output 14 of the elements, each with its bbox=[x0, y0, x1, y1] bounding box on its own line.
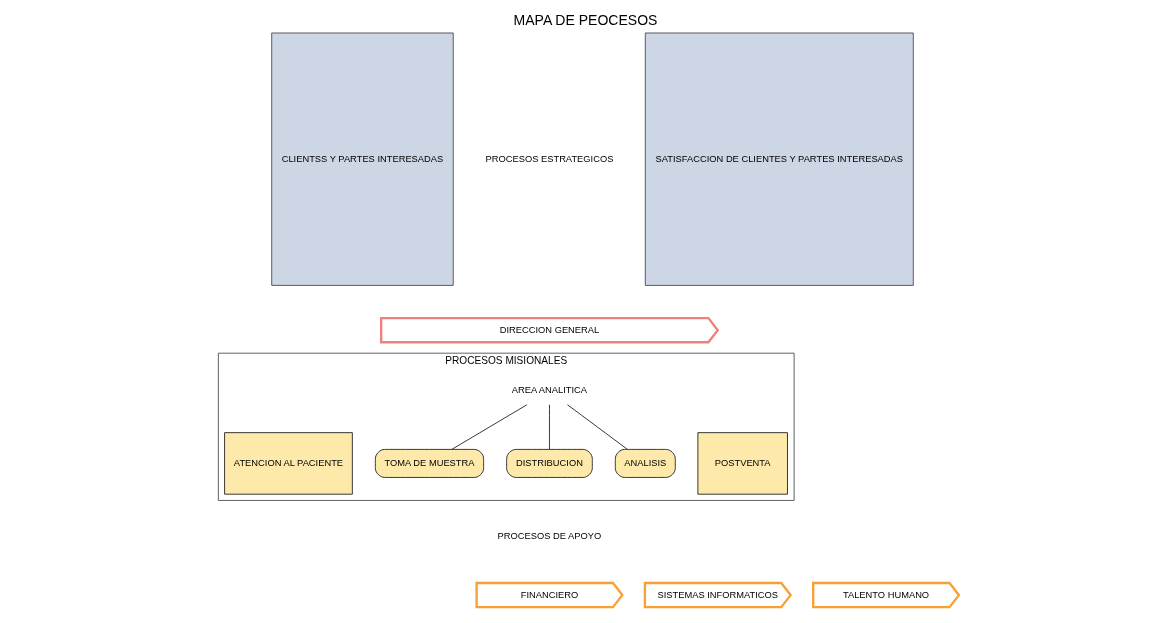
connector bbox=[451, 404, 528, 450]
connector bbox=[567, 404, 628, 450]
label: PROCESOS DE APOYO bbox=[497, 530, 602, 541]
connector bbox=[549, 404, 550, 450]
node-box: CLIENTSS Y PARTES INTERESADAS bbox=[271, 32, 454, 286]
node-text: AREA ANALITICA bbox=[511, 384, 588, 395]
node-box: DISTRIBUCION bbox=[506, 449, 593, 478]
label: PROCESOS ESTRATEGICOS bbox=[485, 153, 614, 164]
diagram-title: MAPA DE PEOCESOS bbox=[513, 12, 658, 29]
node-box: ANALISIS bbox=[614, 449, 676, 478]
node-box: ATENCION AL PACIENTE bbox=[224, 432, 353, 495]
node-box: SATISFACCION DE CLIENTES Y PARTES INTERESADAS bbox=[644, 32, 914, 286]
node-box: TOMA DE MUESTRA bbox=[374, 449, 484, 478]
node-box: POSTVENTA bbox=[697, 432, 788, 495]
